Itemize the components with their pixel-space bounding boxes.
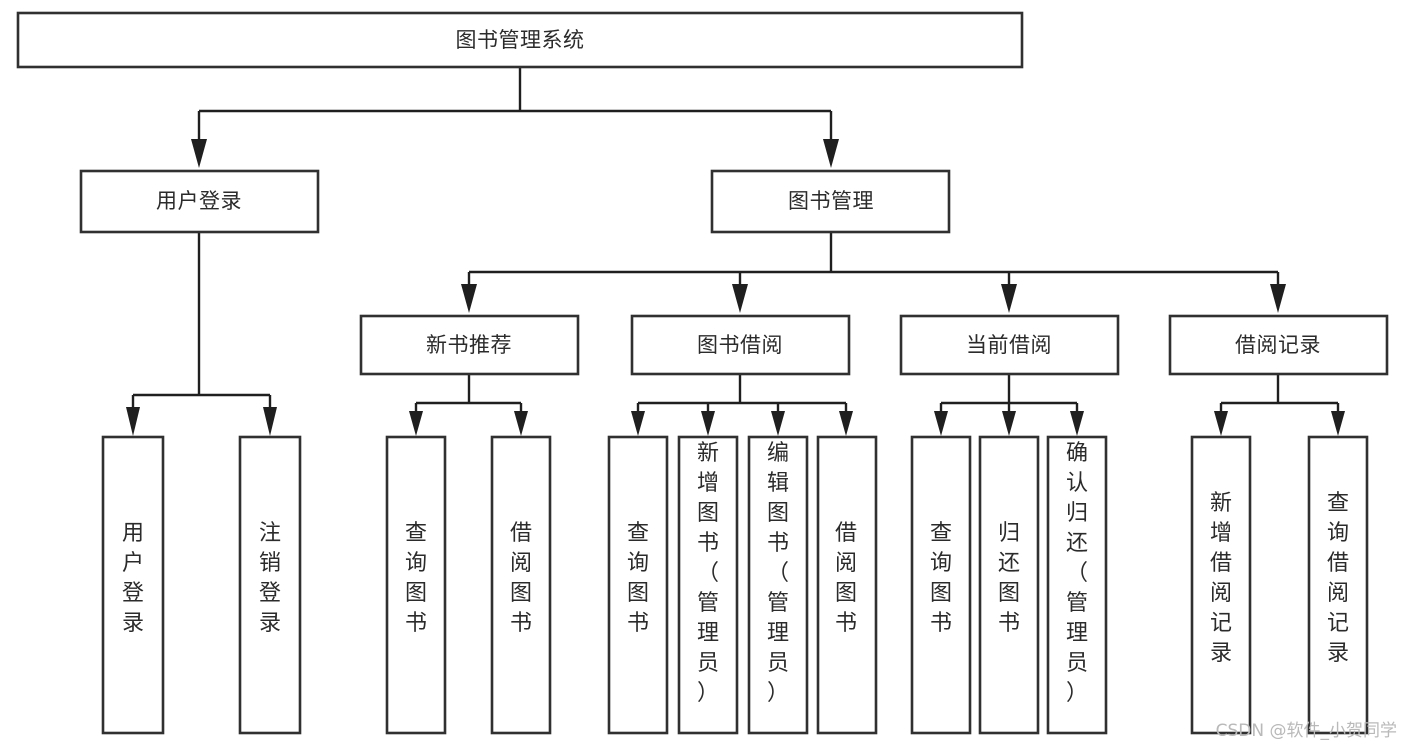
leaf-book-borrow-3-label: 借阅图书 [835, 521, 857, 636]
leaf-book-borrow-1-label: 新增图书（管理员） [697, 441, 719, 706]
arrow-head-leaf-book-borrow-3 [839, 411, 853, 436]
arrow-head-user-login [191, 139, 207, 168]
leaf-node[interactable]: 查询图书 [385, 435, 447, 735]
leaf-current-borrow-2-label: 确认归还（管理员） [1066, 441, 1088, 706]
node-root[interactable]: 图书管理系统 [16, 11, 1024, 69]
arrow-head-book-manage [823, 139, 839, 168]
leaf-current-borrow-2-box[interactable] [1046, 435, 1108, 735]
connector-group-root [191, 67, 839, 168]
leaf-node[interactable]: 用户登录 [101, 435, 165, 735]
node-book-manage-box[interactable] [710, 169, 951, 234]
leaf-user-login-1-box[interactable] [238, 435, 302, 735]
leaf-node[interactable]: 归还图书 [978, 435, 1040, 735]
arrow-head-leaf-current-borrow-0 [934, 411, 948, 436]
node-user-login-label: 用户登录 [156, 189, 242, 213]
leaf-user-login-1-label: 注销登录 [259, 521, 281, 636]
arrow-head-leaf-new-book-0 [409, 411, 423, 436]
connector-group-current-borrow [934, 374, 1084, 436]
leaf-user-login-0-label: 用户登录 [122, 521, 144, 636]
leaf-book-borrow-0-box[interactable] [607, 435, 669, 735]
node-book-manage[interactable]: 图书管理 [710, 169, 951, 234]
node-current-borrow-label: 当前借阅 [966, 333, 1052, 357]
arrow-head-leaf-book-borrow-1 [701, 411, 715, 436]
node-book-borrow-box[interactable] [630, 314, 851, 376]
arrow-head-borrow-record [1270, 284, 1286, 313]
arrow-head-new-book-recommend [461, 284, 477, 313]
connector-group-book-borrow [631, 374, 853, 436]
connector-group-new-book [409, 374, 528, 436]
leaf-user-login-0-box[interactable] [101, 435, 165, 735]
node-book-manage-label: 图书管理 [788, 189, 874, 213]
leaf-node[interactable]: 确认归还（管理员） [1046, 435, 1108, 735]
leaf-node[interactable]: 查询图书 [910, 435, 972, 735]
leaf-borrow-record-0-label: 新增借阅记录 [1210, 491, 1232, 666]
arrow-head-leaf-current-borrow-2 [1070, 411, 1084, 436]
arrow-head-leaf-book-borrow-0 [631, 411, 645, 436]
arrow-head-leaf-new-book-1 [514, 411, 528, 436]
leaf-current-borrow-0-label: 查询图书 [930, 521, 952, 636]
arrow-head-leaf-borrow-record-0 [1214, 411, 1228, 436]
arrow-head-current-borrow [1001, 284, 1017, 313]
leaf-new-book-1-label: 借阅图书 [510, 521, 532, 636]
leaf-node[interactable]: 新增借阅记录 [1190, 435, 1252, 735]
leaf-book-borrow-2-label: 编辑图书（管理员） [767, 441, 789, 706]
leaf-new-book-1-box[interactable] [490, 435, 552, 735]
leaf-node[interactable]: 新增图书（管理员） [677, 435, 739, 735]
leaf-new-book-0-label: 查询图书 [405, 521, 427, 636]
arrow-head-leaf-book-borrow-2 [771, 411, 785, 436]
leaf-current-borrow-1-label: 归还图书 [998, 521, 1020, 636]
leaf-book-borrow-0-label: 查询图书 [627, 521, 649, 636]
node-root-box[interactable] [16, 11, 1024, 69]
arrow-head-leaf-borrow-record-1 [1331, 411, 1345, 436]
leaf-borrow-record-1-box[interactable] [1307, 435, 1369, 735]
leaf-node[interactable]: 查询借阅记录 [1307, 435, 1369, 735]
arrow-head-book-borrow [732, 284, 748, 313]
node-user-login[interactable]: 用户登录 [79, 169, 320, 234]
node-new-book-recommend-box[interactable] [359, 314, 580, 376]
connector-group-user-login [126, 232, 277, 436]
node-user-login-box[interactable] [79, 169, 320, 234]
leaf-new-book-0-box[interactable] [385, 435, 447, 735]
leaf-book-borrow-2-box[interactable] [747, 435, 809, 735]
leaf-current-borrow-0-box[interactable] [910, 435, 972, 735]
leaf-node[interactable]: 编辑图书（管理员） [747, 435, 809, 735]
node-current-borrow[interactable]: 当前借阅 [899, 314, 1120, 376]
leaf-book-borrow-3-box[interactable] [816, 435, 878, 735]
leaf-borrow-record-1-label: 查询借阅记录 [1327, 491, 1349, 666]
node-current-borrow-box[interactable] [899, 314, 1120, 376]
leaf-current-borrow-1-box[interactable] [978, 435, 1040, 735]
node-root-label: 图书管理系统 [456, 28, 585, 52]
leaf-book-borrow-1-box[interactable] [677, 435, 739, 735]
connector-group-book-manage [461, 232, 1286, 313]
node-book-borrow-label: 图书借阅 [697, 333, 783, 357]
arrow-head-leaf-current-borrow-1 [1002, 411, 1016, 436]
arrow-head-leaf-user-login-0 [126, 407, 140, 436]
leaf-node[interactable]: 注销登录 [238, 435, 302, 735]
node-borrow-record[interactable]: 借阅记录 [1168, 314, 1389, 376]
node-new-book-recommend-label: 新书推荐 [426, 333, 512, 357]
leaf-node[interactable]: 借阅图书 [490, 435, 552, 735]
leaf-node[interactable]: 查询图书 [607, 435, 669, 735]
leaf-node[interactable]: 借阅图书 [816, 435, 878, 735]
node-borrow-record-label: 借阅记录 [1235, 333, 1321, 357]
node-borrow-record-box[interactable] [1168, 314, 1389, 376]
leaf-borrow-record-0-box[interactable] [1190, 435, 1252, 735]
node-new-book-recommend[interactable]: 新书推荐 [359, 314, 580, 376]
arrow-head-leaf-user-login-1 [263, 407, 277, 436]
connector-group-borrow-record [1214, 374, 1345, 436]
node-book-borrow[interactable]: 图书借阅 [630, 314, 851, 376]
